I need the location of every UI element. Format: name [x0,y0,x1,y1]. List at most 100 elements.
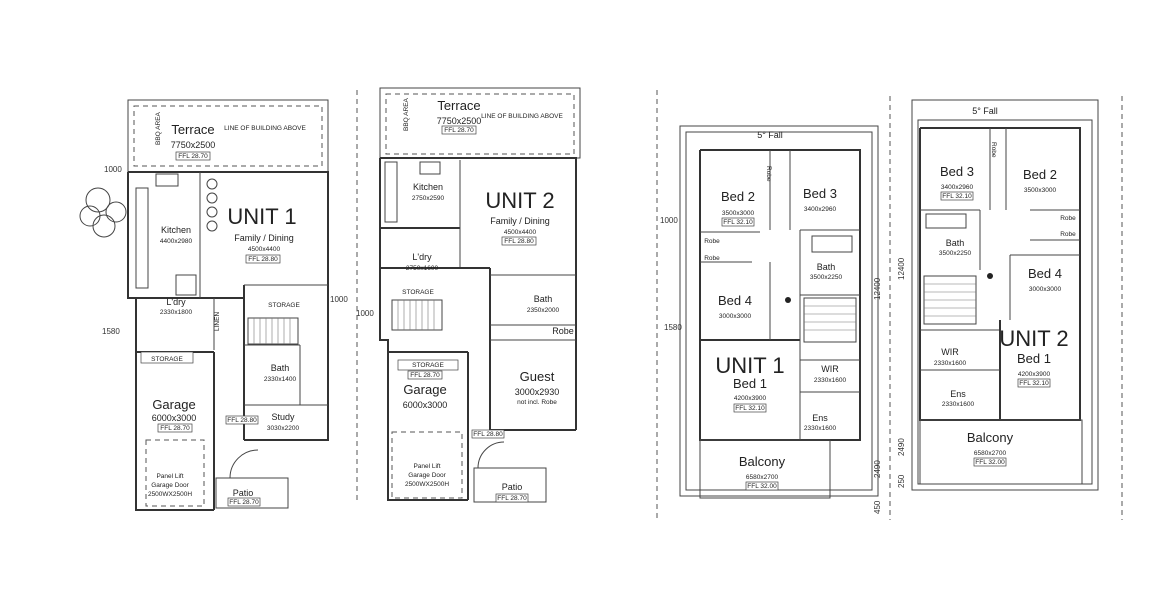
bed1-size: 4200x3900 [734,395,767,402]
storage2-label: STORAGE [412,362,444,369]
garage-size: 6000x3000 [403,400,448,410]
patio-ffl: FFL 28.70 [229,499,259,506]
bath-size: 2350x2000 [527,307,560,314]
bed3-ffl: FFL 32.10 [942,193,972,200]
guest-title: Guest [520,369,555,384]
sink-icon [419,161,441,175]
robe-label-2: Robe [704,255,720,262]
laundry-title: L'dry [166,297,186,307]
smoke-detector-icon [987,273,993,279]
dim-1000-a: 1000 [104,165,122,174]
laundry-title: L'dry [412,252,432,262]
dim-1000: 1000 [356,309,374,318]
garage-ffl: FFL 28.70 [410,372,440,379]
terrace-size: 7750x2500 [437,116,482,126]
unit2-title: UNIT 2 [999,326,1068,351]
wir-title: WIR [821,364,839,374]
bed4-size: 3000x3000 [1029,286,1062,293]
garage-title: Garage [152,397,195,412]
patio-title: Patio [502,482,523,492]
bath-title: Bath [271,363,290,373]
fall-label: 5° Fall [757,130,783,140]
dim-1580: 1580 [664,323,682,332]
garage-door-line2: Garage Door [408,472,446,479]
line-building-above: LINE OF BUILDING ABOVE [481,113,563,120]
patio-ffl: FFL 28.70 [497,495,527,502]
first-floor-unit1: 5° Fall Bed 2 3500x3000 FFL 32.10 Robe B… [656,90,882,520]
garage-door-line3: 2500WX2500H [405,481,449,488]
ground-floor-unit1: BBQ AREA Terrace 7750x2500 FFL 28.70 LIN… [79,99,348,511]
bed4-title: Bed 4 [1028,266,1062,281]
garage-size: 6000x3000 [152,413,197,423]
dim-12400: 12400 [873,277,882,300]
smoke-detector-icon [785,297,791,303]
family-dining-title: Family / Dining [234,233,294,243]
bed4-size: 3000x3000 [719,313,752,320]
stairs-symbol [923,275,977,325]
terrace-ffl: FFL 28.70 [444,127,474,134]
wir-size: 2330x1600 [814,377,847,384]
first-floor-unit2: 5° Fall Robe Bed 3 3400x2960 FFL 32.10 B… [889,96,1123,520]
bed1-size: 4200x3900 [1018,371,1051,378]
bed1-title: Bed 1 [1017,351,1051,366]
stairs-symbol [247,317,299,345]
study-ffl: FFL 28.80 [227,417,257,424]
kitchen-title: Kitchen [413,182,443,192]
dim-1000-b: 1000 [330,295,348,304]
ens-size: 2330x1600 [942,401,975,408]
stairs-symbol [391,299,443,331]
bath-title: Bath [817,262,836,272]
bed2-title: Bed 2 [1023,167,1057,182]
bath-title: Bath [946,238,965,248]
kitchen-size: 2750x2590 [412,195,445,202]
dim-2490: 2490 [897,438,906,456]
stove-icon [206,178,218,190]
bed1-title: Bed 1 [733,376,767,391]
robe-vertical: Robe [765,166,772,182]
bath-title: Bath [534,294,553,304]
bed2-size: 3500x3000 [722,210,755,217]
door-swing-icon [229,449,259,479]
bed4-title: Bed 4 [718,293,752,308]
study-size: 3030x2200 [267,425,300,432]
bbq-label: BBQ AREA [155,111,162,145]
guest-note: not incl. Robe [517,399,557,406]
mid-ffl: FFL 28.80 [473,431,503,438]
bathtub-icon [925,213,967,229]
stairs-symbol [803,297,857,343]
door-swing-icon [477,441,505,469]
ens-title: Ens [812,413,828,423]
bath-size: 2330x1400 [264,376,297,383]
bath-size: 3500x2250 [939,250,972,257]
kitchen-title: Kitchen [161,225,191,235]
unit1-title: UNIT 1 [227,204,296,229]
garage-door-line1: Panel Lift [413,463,440,470]
balcony-title: Balcony [967,430,1014,445]
storage-label: STORAGE [402,289,434,296]
storage-label: STORAGE [268,302,300,309]
balcony-size: 6580x2700 [974,450,1007,457]
ground-floor-unit2: BBQ AREA Terrace 7750x2500 FFL 28.70 LIN… [356,87,581,503]
bbq-label: BBQ AREA [403,97,410,131]
patio-title: Patio [233,488,254,498]
garage-title: Garage [403,382,446,397]
dim-12400: 12400 [897,257,906,280]
garage-door-line3: 2500WX2500H [148,491,192,498]
terrace-ffl: FFL 28.70 [178,153,208,160]
robe-label-1: Robe [1060,215,1076,222]
unit1-title: UNIT 1 [715,353,784,378]
unit2-title: UNIT 2 [485,188,554,213]
robe-label: Robe [552,326,574,336]
balcony-title: Balcony [739,454,786,469]
wir-title: WIR [941,347,959,357]
dim-1580: 1580 [102,327,120,336]
terrace-title: Terrace [171,122,214,137]
garage-ffl: FFL 28.70 [160,425,190,432]
bath-size: 3500x2250 [810,274,843,281]
tree-symbol [79,187,127,238]
dim-250: 250 [897,474,906,488]
dim-2490: 2490 [873,460,882,478]
bed3-title: Bed 3 [803,186,837,201]
study-title: Study [271,412,295,422]
